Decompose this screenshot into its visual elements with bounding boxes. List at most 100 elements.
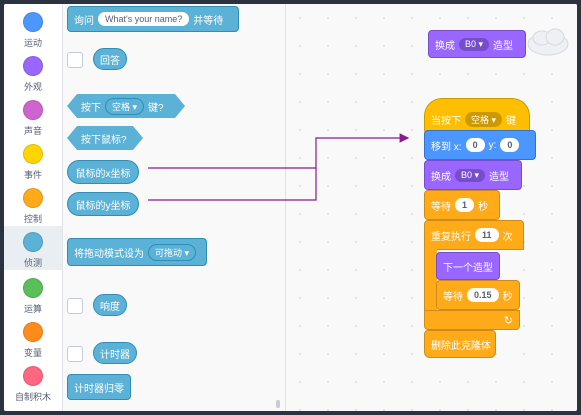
repeat-block[interactable]: 重复执行 11 次: [424, 220, 524, 250]
repeat-block-bottom: ↻: [424, 310, 520, 330]
block-text: 下一个造型: [443, 262, 493, 274]
key-pressed-block[interactable]: 按下 空格 ▾ 键?: [67, 94, 185, 118]
block-text: 鼠标的x坐标: [75, 168, 131, 180]
mouse-y-reporter[interactable]: 鼠标的y坐标: [67, 192, 139, 216]
category-events[interactable]: 事件: [4, 138, 62, 182]
category-label: 自制积木: [14, 392, 51, 402]
block-text: 响度: [100, 301, 120, 313]
category-variables[interactable]: 变量: [4, 316, 62, 360]
block-text: 次: [502, 231, 513, 243]
block-text: 秒: [478, 201, 489, 213]
block-text: 鼠标的y坐标: [75, 200, 131, 212]
y-input[interactable]: 0: [500, 138, 520, 152]
script-area: 换成 B0 ▾ 造型 当按下 空格 ▾ 键 移到 x: 0 y: 0 换成 B0…: [286, 4, 577, 411]
category-sensing[interactable]: 侦测: [4, 226, 62, 270]
control-color-dot-icon: [23, 188, 43, 208]
repeat-count-input[interactable]: 11: [475, 228, 499, 242]
block-text: 键?: [148, 102, 164, 114]
repeat-block-arm: [424, 249, 437, 311]
timer-checkbox[interactable]: [67, 346, 83, 362]
category-motion[interactable]: 运动: [4, 6, 62, 50]
operators-color-dot-icon: [23, 278, 43, 298]
block-text: 换成: [435, 40, 455, 52]
category-label: 外观: [23, 82, 42, 92]
mouse-x-arrow-line: [148, 133, 410, 169]
reset-timer-block[interactable]: 计时器归零: [67, 374, 131, 400]
set-drag-mode-block[interactable]: 将拖动模式设为 可拖动 ▾: [67, 238, 207, 266]
mouse-x-reporter[interactable]: 鼠标的x坐标: [67, 160, 139, 184]
block-palette: 询问 What's your name? 并等待 回答 按下 空格 ▾ 键? 按…: [63, 4, 286, 411]
ask-question-input[interactable]: What's your name?: [98, 12, 190, 26]
block-text: 等待: [431, 201, 451, 213]
block-text: 键: [506, 115, 517, 127]
block-text: 造型: [489, 171, 510, 183]
costume-dropdown[interactable]: B0 ▾: [455, 168, 486, 182]
block-text: 移到 x:: [431, 141, 462, 153]
switch-costume-block-loose[interactable]: 换成 B0 ▾ 造型: [428, 30, 526, 58]
block-text: 秒: [502, 291, 513, 303]
switch-costume-block[interactable]: 换成 B0 ▾ 造型: [424, 160, 522, 190]
block-text: y:: [488, 139, 497, 151]
my-blocks-color-dot-icon: [23, 366, 43, 386]
category-label: 运算: [23, 304, 42, 314]
category-menu: 运动 外观 声音 事件 控制 侦测 运算 变量: [4, 4, 63, 411]
variables-color-dot-icon: [23, 322, 43, 342]
category-label: 控制: [23, 214, 42, 224]
answer-checkbox[interactable]: [67, 52, 83, 68]
palette-scrollbar[interactable]: [276, 400, 280, 408]
scratch-editor: 运动 外观 声音 事件 控制 侦测 运算 变量: [4, 4, 577, 411]
block-text: 将拖动模式设为: [74, 248, 144, 260]
category-operators[interactable]: 运算: [4, 272, 62, 316]
block-text: 当按下: [431, 115, 461, 127]
category-label: 事件: [23, 170, 42, 180]
category-label: 侦测: [23, 258, 42, 268]
next-costume-block[interactable]: 下一个造型: [436, 252, 500, 280]
mouse-y-arrow-line: [148, 168, 317, 201]
motion-color-dot-icon: [23, 12, 43, 32]
sensing-color-dot-icon: [23, 232, 43, 252]
category-label: 变量: [23, 348, 42, 358]
mouse-down-block[interactable]: 按下鼠标?: [67, 126, 143, 150]
block-text: 询问: [74, 15, 94, 27]
inner-wait-seconds-input[interactable]: 0.15: [467, 288, 499, 302]
block-text: 换成: [431, 171, 451, 183]
block-text: 按下鼠标?: [81, 134, 127, 146]
go-to-xy-block[interactable]: 移到 x: 0 y: 0: [424, 130, 536, 160]
inner-wait-block[interactable]: 等待 0.15 秒: [436, 280, 520, 310]
block-text: 并等待: [193, 15, 224, 27]
looks-color-dot-icon: [23, 56, 43, 76]
when-key-pressed-hat-block[interactable]: 当按下 空格 ▾ 键: [424, 98, 530, 134]
category-label: 运动: [23, 38, 42, 48]
block-text: 按下: [81, 102, 101, 114]
block-text: 删除此克隆体: [431, 340, 491, 352]
block-text: 计时器: [100, 349, 130, 361]
category-control[interactable]: 控制: [4, 182, 62, 226]
timer-reporter[interactable]: 计时器: [93, 342, 137, 364]
category-sound[interactable]: 声音: [4, 94, 62, 138]
drag-mode-dropdown[interactable]: 可拖动 ▾: [148, 243, 197, 261]
annotation-arrows: [148, 133, 410, 201]
block-text: 回答: [100, 55, 120, 67]
category-label: 声音: [23, 126, 42, 136]
key-dropdown[interactable]: 空格 ▾: [105, 98, 144, 115]
block-text: 造型: [493, 40, 514, 52]
hat-key-dropdown[interactable]: 空格 ▾: [465, 111, 503, 127]
wait-block[interactable]: 等待 1 秒: [424, 190, 500, 220]
block-text: 重复执行: [431, 231, 471, 243]
x-input[interactable]: 0: [465, 138, 485, 152]
costume-dropdown[interactable]: B0 ▾: [459, 37, 490, 51]
category-my-blocks[interactable]: 自制积木: [4, 360, 62, 404]
sprite-cloud-icon: [527, 28, 569, 56]
category-looks[interactable]: 外观: [4, 50, 62, 94]
repeat-arrow-icon: ↻: [503, 314, 513, 327]
loudness-checkbox[interactable]: [67, 298, 83, 314]
events-color-dot-icon: [23, 144, 43, 164]
block-text: 计时器归零: [74, 383, 124, 395]
sound-color-dot-icon: [23, 100, 43, 120]
wait-seconds-input[interactable]: 1: [455, 198, 475, 212]
delete-clone-block[interactable]: 删除此克隆体: [424, 330, 496, 358]
block-text: 等待: [443, 291, 463, 303]
answer-reporter[interactable]: 回答: [93, 48, 127, 70]
loudness-reporter[interactable]: 响度: [93, 294, 127, 316]
ask-and-wait-block[interactable]: 询问 What's your name? 并等待: [67, 6, 239, 32]
